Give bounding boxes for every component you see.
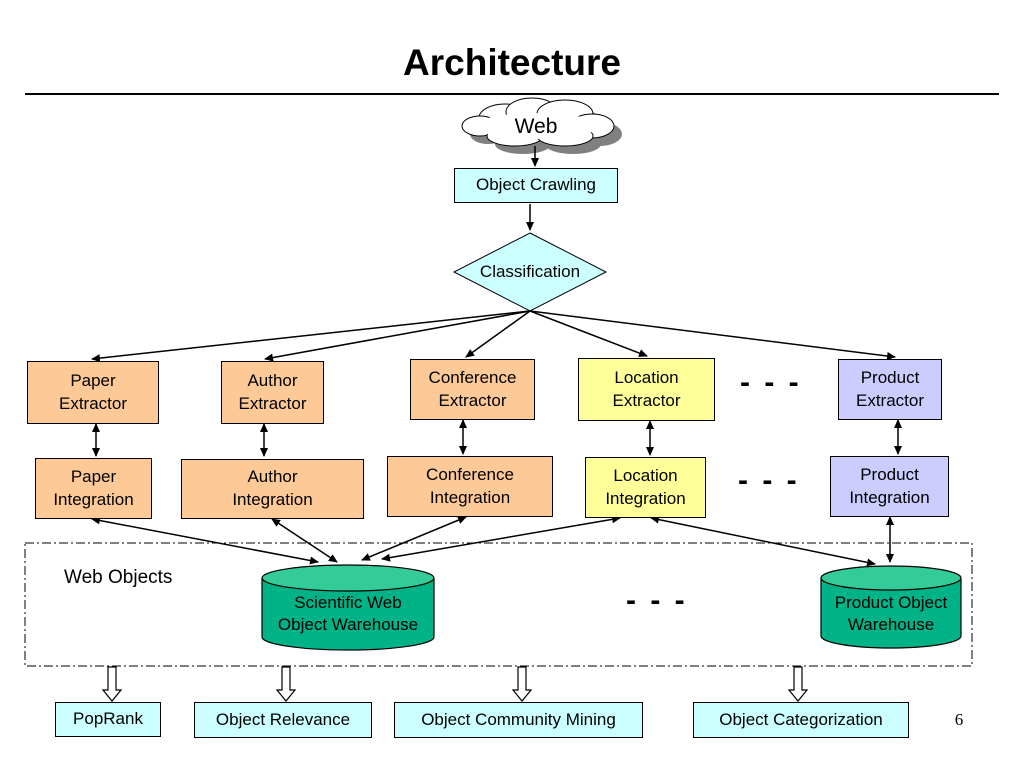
paper-extractor-box: Paper Extractor (27, 361, 159, 424)
author-integration-box: Author Integration (181, 459, 364, 519)
warehouse-ellipsis: - - - (626, 584, 688, 617)
conference-integration-box: Conference Integration (387, 456, 553, 517)
author-integration-line2: Integration (232, 490, 313, 509)
poprank-box: PopRank (55, 702, 161, 737)
extractor-ellipsis: - - - (740, 366, 802, 399)
author-integration-line1: Author (247, 467, 298, 487)
conference-extractor-line2: Extractor (438, 390, 507, 410)
paper-integration-line2: Integration (53, 489, 134, 509)
product-warehouse-line1: Product Object (834, 592, 948, 612)
location-integration-line2: Integration (605, 488, 686, 508)
author-extractor-box: Author Extractor (221, 361, 324, 424)
product-extractor-box: Product Extractor (838, 359, 942, 420)
product-warehouse-line2: Warehouse (847, 615, 935, 634)
down-arrow-icon (511, 666, 533, 702)
location-extractor-box: Location Extractor (578, 358, 715, 421)
paper-integration-box: Paper Integration (35, 458, 152, 519)
page-number: 6 (954, 709, 964, 729)
location-integration-line1: Location (613, 465, 678, 485)
paper-integration-line1: Paper (70, 466, 117, 486)
web-cloud-icon (461, 97, 622, 154)
product-warehouse-cylinder (820, 565, 962, 649)
scientific-warehouse-cylinder (261, 564, 435, 651)
object-categorization-box: Object Categorization (693, 702, 909, 738)
scientific-warehouse-line1: Scientific Web (294, 592, 402, 612)
down-arrow-icon (101, 666, 123, 702)
page-title: Architecture (403, 42, 621, 83)
location-extractor-line1: Location (614, 367, 679, 387)
web-cloud-label: Web (514, 115, 558, 139)
paper-extractor-line1: Paper (70, 370, 116, 390)
conference-integration-line2: Integration (429, 487, 511, 507)
location-extractor-line2: Extractor (612, 390, 681, 410)
integration-ellipsis: - - - (738, 464, 800, 497)
product-integration-line2: Integration (849, 487, 930, 507)
product-integration-line1: Product (860, 464, 919, 484)
author-extractor-line1: Author (247, 370, 298, 390)
classification-label: Classification (479, 261, 581, 281)
product-warehouse-label: Product Object Warehouse (821, 590, 961, 638)
paper-extractor-line2: Extractor (58, 393, 128, 413)
web-objects-label: Web Objects (64, 566, 173, 588)
scientific-warehouse-line2: Object Warehouse (277, 615, 419, 634)
product-integration-box: Product Integration (830, 456, 949, 517)
object-relevance-box: Object Relevance (194, 702, 372, 738)
author-extractor-line2: Extractor (238, 393, 307, 413)
scientific-warehouse-label: Scientific Web Object Warehouse (262, 590, 434, 638)
web-objects-container (24, 542, 973, 667)
product-extractor-line1: Product (860, 367, 920, 387)
product-extractor-line2: Extractor (855, 390, 925, 410)
object-community-mining-box: Object Community Mining (394, 702, 643, 738)
conference-integration-line1: Conference (426, 464, 514, 484)
down-arrow-icon (787, 666, 809, 702)
location-integration-box: Location Integration (585, 457, 706, 518)
conference-extractor-line1: Conference (428, 367, 517, 387)
down-arrow-icon (275, 666, 297, 702)
object-crawling-box: Object Crawling (454, 168, 618, 203)
conference-extractor-box: Conference Extractor (410, 359, 535, 420)
